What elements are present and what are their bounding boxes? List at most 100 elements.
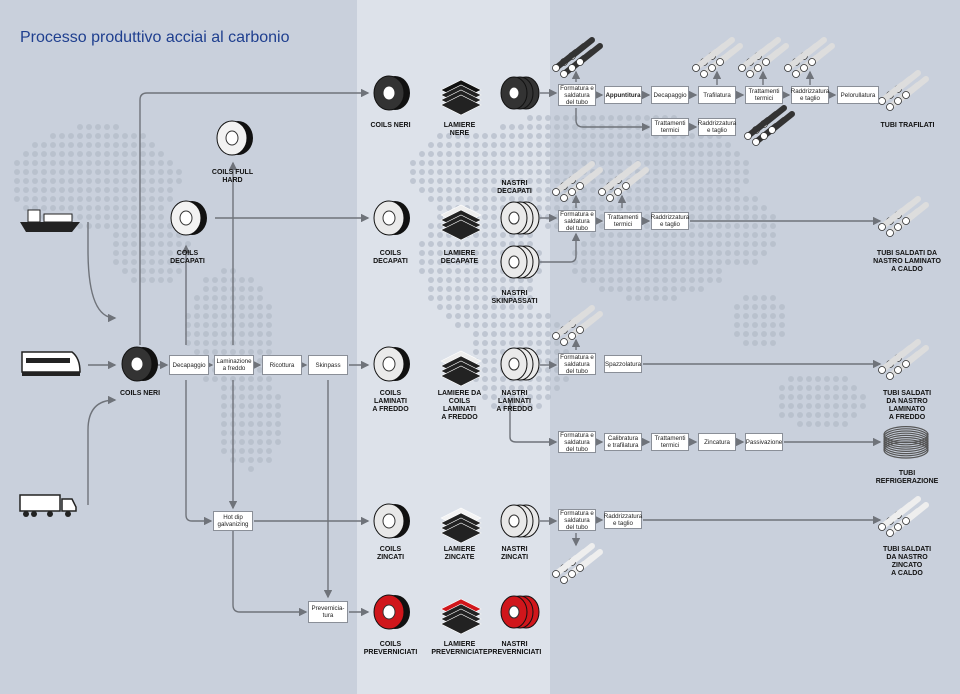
label-nastri-zincati: NASTRI ZINCATI xyxy=(500,546,529,561)
step-formatura-r2: Formatura e saldatura del tubo xyxy=(558,210,596,232)
label-coils-zincati: COILS ZINCATI xyxy=(376,546,405,561)
strip-nere-icon xyxy=(500,76,540,110)
flow-arrow-8 xyxy=(139,88,370,345)
step-preverniciatura: Preverniciа- tura xyxy=(308,601,348,623)
step-ricottura: Ricottura xyxy=(262,355,302,375)
step-hot-dip-galvanizing: Hot dip galvanizing xyxy=(213,511,253,531)
step-laminazione-freddo: Laminazione a freddo xyxy=(214,355,254,375)
refrigeration-coil-icon xyxy=(883,426,929,459)
tube-bundle-r3-a xyxy=(552,305,603,346)
step-raddrizzatura-r2: Raddrizzatura e taglio xyxy=(650,212,690,230)
flow-arrow-16 xyxy=(232,531,308,617)
flow-arrow-19 xyxy=(575,108,651,132)
sheet-zincate-icon xyxy=(440,507,482,544)
tube-bundle-freddo xyxy=(878,339,929,380)
step-decapaggio-r1: Decapaggio xyxy=(651,86,689,104)
tube-bundle-zincato xyxy=(878,496,929,537)
label-nastri-skinpassati: NASTRI SKINPASSATI xyxy=(491,290,538,305)
step-formatura-r3: Formatura e saldatura del tubo xyxy=(558,353,596,375)
step-formatura-r4: Formatura e saldatura del tubo xyxy=(558,431,596,453)
coil-zincati-icon xyxy=(373,503,410,539)
tube-bundle-r2-a xyxy=(552,161,603,202)
coil-preverniciati-icon xyxy=(373,594,410,630)
label-coils-preverniciati: COILS PREVERNICIATI xyxy=(363,641,418,656)
strip-zincati-icon xyxy=(500,504,540,538)
label-nastri-preverniciati: NASTRI PREVERNICIATI xyxy=(487,641,542,656)
coil-decapati-left-icon xyxy=(170,200,207,236)
coil-decapati-icon xyxy=(373,200,410,236)
step-trafilatura: Trafilatura xyxy=(698,86,736,104)
train-icon xyxy=(21,351,81,376)
step-formatura-r5: Formatura e saldatura del tubo xyxy=(558,509,596,531)
flow-arrow-12 xyxy=(185,380,213,526)
sheet-preverniciate-icon xyxy=(440,598,482,635)
strip-preverniciati-icon xyxy=(500,595,540,629)
label-lamiere-preverniciate: LAMIERE PREVERNICIATE xyxy=(431,641,488,656)
label-coils-full-hard: COILS FULL HARD xyxy=(211,169,254,184)
sheet-nere-icon xyxy=(440,79,482,116)
label-lamiere-nere: LAMIERE NERE xyxy=(443,122,476,137)
label-tubi-trafilati: TUBI TRAFILATI xyxy=(880,122,935,129)
ship-icon xyxy=(20,209,80,232)
coil-laminati-icon xyxy=(373,346,410,382)
step-raddrizzatura-r1: Raddrizzatura e taglio xyxy=(790,86,830,104)
tube-bundle-r1-c xyxy=(738,37,789,78)
label-tubi-saldati-zincato: TUBI SALDATI DA NASTRO ZINCATO A CALDO xyxy=(882,546,932,577)
tube-bundle-trafilati xyxy=(878,70,929,111)
tube-bundle-r2-b xyxy=(598,161,649,202)
step-raddrizzatura-r1b: Raddrizzatura e taglio xyxy=(697,118,737,136)
label-coils-neri-main: COILS NERI xyxy=(119,390,161,397)
step-pelorullatura: Pelorullatura xyxy=(837,86,879,104)
step-trattamenti-r4: Trattamenti termici xyxy=(651,433,689,451)
step-passivazione: Passivazione xyxy=(745,433,783,451)
tube-bundle-r1-e xyxy=(744,105,795,146)
flow-arrow-0 xyxy=(87,222,117,323)
background-band-left xyxy=(0,0,357,694)
flow-arrow-23 xyxy=(509,400,558,447)
step-calibratura: Calibratura e trafilatura xyxy=(604,433,642,451)
label-coils-laminati: COILS LAMINATI A FREDDO xyxy=(372,390,409,413)
step-spazzolatura: Spazzolatura xyxy=(604,355,642,373)
label-tubi-refrigerazione: TUBI REFRIGERAZIONE xyxy=(875,470,939,485)
label-coils-decapati-left: COILS DECAPATI xyxy=(170,250,205,265)
truck-icon xyxy=(19,494,77,517)
strip-laminati-icon xyxy=(500,347,540,381)
flow-arrow-21 xyxy=(540,232,581,263)
label-tubi-saldati-caldo: TUBI SALDATI DA NASTRO LAMINATO A CALDO xyxy=(873,250,941,273)
step-appuntitura: Appuntitura xyxy=(604,86,642,104)
coil-neri-icon xyxy=(373,75,410,111)
step-trattamenti-r1b: Trattamenti termici xyxy=(651,118,689,136)
label-nastri-decapati: NASTRI DECAPATI xyxy=(497,180,532,195)
coil-full-hard-icon xyxy=(216,120,253,156)
label-lamiere-zincate: LAMIERE ZINCATE xyxy=(443,546,476,561)
coil-neri-main-icon xyxy=(121,346,158,382)
tube-bundle-caldo xyxy=(878,196,929,237)
strip-skinpassati-icon xyxy=(500,245,540,279)
sheet-laminati-icon xyxy=(440,350,482,387)
step-zincatura: Zincatura xyxy=(698,433,736,451)
tube-bundle-r1-a xyxy=(552,37,603,78)
step-raddrizzatura-r5: Raddrizzatura e taglio xyxy=(603,511,643,529)
tube-bundle-r1-b xyxy=(692,37,743,78)
step-decapaggio-main: Decapaggio xyxy=(169,355,209,375)
label-lamiere-decapate: LAMIERE DECAPATE xyxy=(440,250,479,265)
label-lamiere-da-coils: LAMIERE DA COILS LAMINATI A FREDDO xyxy=(437,390,482,421)
step-formatura-r1: Formatura e saldatura del tubo xyxy=(558,84,596,106)
tube-bundle-r5-a xyxy=(552,543,603,584)
label-nastri-laminati: NASTRI LAMINATI A FREDDO xyxy=(496,390,533,413)
step-trattamenti-r2: Trattamenti termici xyxy=(604,212,642,230)
label-coils-decapati: COILS DECAPATI xyxy=(373,250,408,265)
label-coils-neri-top: COILS NERI xyxy=(370,122,411,129)
step-skinpass: Skinpass xyxy=(308,355,348,375)
sheet-decapate-icon xyxy=(440,204,482,241)
page-title: Processo produttivo acciai al carbonio xyxy=(20,29,290,46)
label-tubi-saldati-freddo: TUBI SALDATI DA NASTRO LAMINATO A FREDDO xyxy=(882,390,932,421)
tube-bundle-r1-d xyxy=(784,37,835,78)
flow-arrow-2 xyxy=(87,395,117,505)
strip-decapati-icon xyxy=(500,201,540,235)
step-trattamenti-r1: Trattamenti termici xyxy=(745,86,783,104)
